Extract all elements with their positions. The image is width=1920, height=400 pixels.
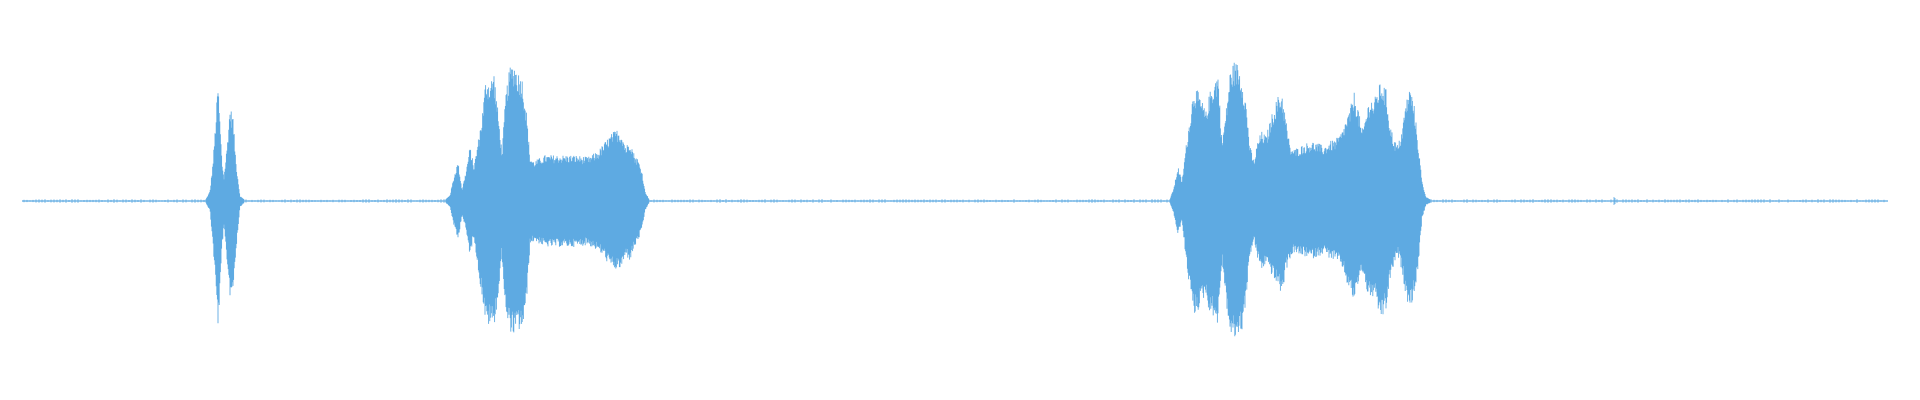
waveform-segment-burst-1 [205, 93, 245, 324]
waveform-bars [23, 62, 1885, 337]
waveform-burst-path [205, 93, 245, 324]
waveform-noise [23, 197, 1885, 205]
